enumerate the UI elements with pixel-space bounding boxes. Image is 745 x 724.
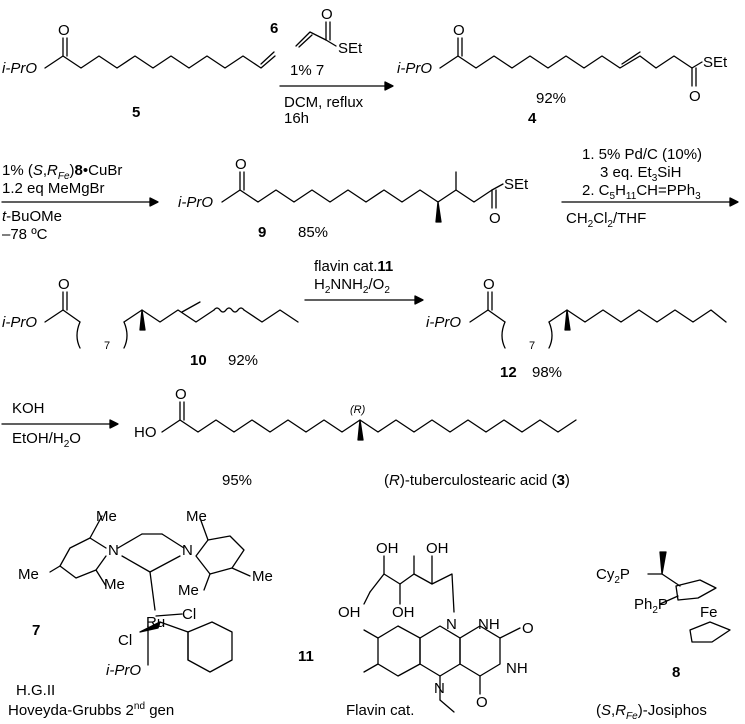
step3-solvent: CH2Cl2/THF: [566, 210, 647, 230]
step4-catalyst: flavin cat.11: [314, 258, 394, 275]
ru-label-7: Ru: [146, 614, 166, 631]
compound-4-label: 4: [528, 110, 537, 127]
step3-line2: 3 eq. Et3SiH: [600, 164, 682, 184]
step2-grignard-text: 1.2 eq MeMgBr: [2, 180, 105, 197]
product-3-name: (R)-tuberculostearic acid (3): [384, 472, 570, 489]
carbonyl-o-4: O: [453, 22, 465, 39]
fe-label: Fe: [700, 604, 718, 621]
oh-label-11c: OH: [338, 604, 361, 621]
ipro-label-7: i-PrO: [106, 662, 141, 679]
reagent-6-structure: [295, 21, 337, 48]
ipro-label-10: i-PrO: [2, 314, 37, 331]
me-label-7d: Me: [252, 568, 273, 585]
step4-reagents: H2NNH2/O2: [314, 276, 390, 296]
step1-solvent-text: DCM, reflux: [284, 94, 364, 111]
o-label-11a: O: [522, 620, 534, 637]
step3-line1: 1. 5% Pd/C (10%): [582, 146, 703, 163]
subscript-7-12: 7: [529, 340, 536, 352]
carbonyl-o-12: O: [483, 276, 495, 293]
compound-12-label: 12: [500, 364, 517, 381]
carbonyl-o-9: O: [235, 156, 247, 173]
reagent-6-label: 6: [270, 20, 279, 37]
cy2p-label: Cy2P: [596, 566, 630, 586]
nh-label-11: NH: [506, 660, 528, 677]
flavin-legend: Flavin cat.: [346, 702, 415, 719]
cl-label-7b: Cl: [118, 632, 133, 649]
oh-label-11b: OH: [426, 540, 449, 557]
step2-catalyst-text: 1% (S,RFe)8•CuBr: [2, 162, 123, 182]
flavin-11-structure: [363, 555, 521, 713]
me-label-7b: Me: [186, 508, 207, 525]
me-label-7c: Me: [18, 566, 39, 583]
n-label-11a: N: [446, 616, 457, 633]
step5-base: KOH: [12, 400, 45, 417]
o-label-11b: O: [476, 694, 488, 711]
ho-label-3: HO: [134, 424, 157, 441]
compound-7-label: 7: [32, 622, 41, 639]
step1-catalyst-text: 1% 7: [290, 62, 325, 79]
compound-10-label: 10: [190, 352, 207, 369]
me-label-7e: Me: [104, 576, 125, 593]
josiphos-legend: (S,RFe)-Josiphos: [596, 702, 707, 722]
yield-10: 92%: [228, 352, 259, 369]
carbonyl-o-3: O: [175, 386, 187, 403]
step1-time-text: 16h: [284, 110, 310, 127]
oh-label-11a: OH: [376, 540, 399, 557]
n-label-7a: N: [108, 542, 119, 559]
compound-9-structure: [221, 171, 504, 223]
compound-10-structure: [44, 291, 299, 349]
reagent-6-set: SEt: [338, 40, 363, 57]
n-label-7b: N: [182, 542, 193, 559]
ipro-label-5: i-PrO: [2, 60, 37, 77]
step1-yield: 92%: [536, 90, 567, 107]
cl-label-7a: Cl: [182, 606, 197, 623]
hg-short-label: H.G.II: [16, 682, 56, 699]
compound-8-label: 8: [672, 664, 681, 681]
ph2p-label: Ph2P: [634, 596, 668, 616]
yield-12: 98%: [532, 364, 563, 381]
compound-9-label: 9: [258, 224, 267, 241]
ipro-label-9: i-PrO: [178, 194, 213, 211]
compound-5-structure: [44, 37, 276, 69]
oh-label-11d: OH: [392, 604, 415, 621]
subscript-7-10: 7: [104, 340, 111, 352]
josiphos-8-structure: [647, 551, 731, 643]
step2-temperature-text: –78 ºC: [2, 226, 48, 243]
step2-yield: 85%: [298, 224, 329, 241]
compound-5-label: 5: [132, 104, 141, 121]
n-label-11b: NH: [478, 616, 500, 633]
step5-solvent: EtOH/H2O: [12, 430, 81, 450]
step3-line3: 2. C5H11CH=PPh3: [582, 182, 701, 202]
ipro-label-12: i-PrO: [426, 314, 461, 331]
set-label-9: SEt: [504, 176, 529, 193]
n-label-11c: N: [434, 680, 445, 697]
me-label-7a: Me: [96, 508, 117, 525]
hg-full-label: Hoveyda-Grubbs 2nd gen: [8, 701, 175, 720]
stereo-r-label: (R): [350, 404, 366, 416]
thioester-o-9: O: [489, 210, 501, 227]
compound-12-structure: [469, 291, 727, 349]
reagent-6-o: O: [321, 6, 333, 23]
set-label-4: SEt: [703, 54, 728, 71]
ipro-label-4: i-PrO: [397, 60, 432, 77]
compound-4-structure: [439, 37, 703, 87]
step5-yield: 95%: [222, 472, 253, 489]
carbonyl-o-5: O: [58, 22, 70, 39]
carbonyl-o-10: O: [58, 276, 70, 293]
catalyst-7-structure: [49, 515, 251, 673]
compound-11-label: 11: [298, 648, 314, 665]
me-label-7f: Me: [178, 582, 199, 599]
thioester-o-4: O: [689, 88, 701, 105]
compound-3-structure: [161, 401, 577, 441]
step2-solvent-text: t-BuOMe: [2, 208, 63, 225]
